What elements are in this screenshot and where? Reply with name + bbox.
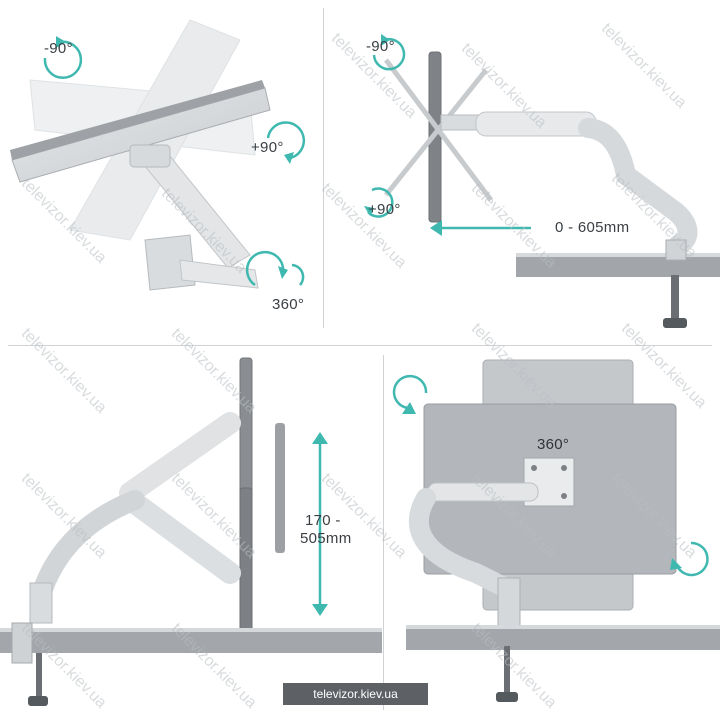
label-rotation-360: 360° [537,436,570,453]
label-rotate-minus-90: -90° [44,40,73,57]
label-tilt-plus-90: +90° [368,201,401,218]
panel-rotation: 360° [386,348,720,719]
label-height-line2: 505mm [300,530,352,547]
label-extension-range: 0 - 605mm [555,219,630,236]
panel-extension: -90° +90° 0 - 605mm [326,0,720,340]
extension-illustration [364,34,720,328]
panel-height: 170 - 505mm [0,348,382,719]
label-swivel-360: 360° [272,296,305,313]
rotation-illustration [392,359,720,702]
height-illustration [0,357,382,706]
horizontal-divider [8,345,712,346]
label-tilt-minus-90: -90° [366,38,395,55]
vertical-divider-bottom [383,355,384,710]
vertical-divider-top [323,8,324,328]
label-rotate-plus-90: +90° [251,139,284,156]
tilt-swivel-illustration [10,19,306,291]
label-height-line1: 170 - [305,512,341,529]
source-badge: televizor.kiev.ua [283,683,428,705]
panel-tilt-swivel: -90° +90° 360° [0,0,322,340]
